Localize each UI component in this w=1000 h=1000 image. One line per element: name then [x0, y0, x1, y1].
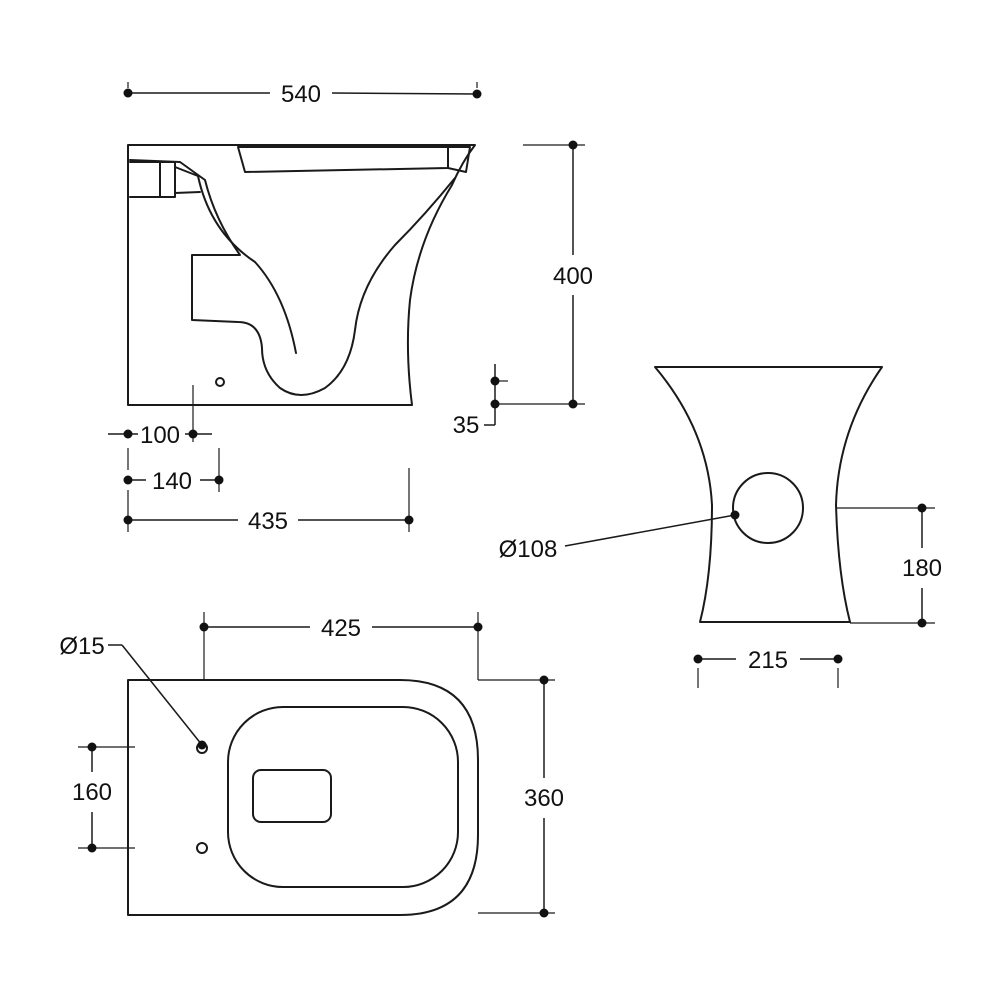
side-fixing-hole [215, 377, 225, 387]
side-body-outline [127, 144, 476, 406]
dim-215-label: 215 [748, 647, 788, 674]
dim-diameter-108: Ø108 [499, 510, 740, 563]
dim-400: 400 [495, 140, 593, 409]
dim-100-label: 100 [140, 422, 180, 449]
dim-35-label: 35 [453, 412, 480, 439]
dim-360: 360 [478, 675, 564, 918]
top-bowl-opening [252, 769, 332, 823]
rear-view [654, 366, 883, 623]
dim-diameter-15-label: Ø15 [59, 633, 104, 660]
dim-540-label: 540 [281, 81, 321, 108]
dim-35: 35 [453, 364, 508, 439]
top-fixing-hole-lower [196, 842, 208, 854]
top-view [127, 679, 479, 916]
dim-140: 140 [123, 448, 224, 495]
side-seat-end [447, 146, 471, 173]
side-pan-inner-curve [197, 175, 297, 354]
dim-215: 215 [693, 647, 843, 688]
dim-360-label: 360 [524, 785, 564, 812]
dim-160-label: 160 [72, 779, 112, 806]
dim-435: 435 [123, 468, 414, 535]
side-inlet-pipe [129, 161, 201, 198]
dim-diameter-108-label: Ø108 [499, 536, 558, 563]
dim-425-label: 425 [321, 615, 361, 642]
dim-180: 180 [836, 503, 942, 628]
dim-180-label: 180 [902, 555, 942, 582]
dim-160: 160 [72, 742, 135, 853]
top-body-outline [127, 679, 479, 916]
side-seat-recess [237, 146, 449, 173]
dim-425: 425 [199, 612, 483, 680]
dim-540: 540 [123, 81, 482, 108]
dim-100: 100 [108, 385, 212, 449]
side-pan-outer-curve [129, 159, 456, 396]
rear-body-outline [654, 366, 883, 623]
dim-435-label: 435 [248, 508, 288, 535]
dim-400-label: 400 [553, 263, 593, 290]
top-seat-outline [227, 706, 459, 888]
rear-outlet-circle [732, 472, 804, 544]
dim-diameter-15: Ø15 [59, 633, 207, 750]
dim-140-label: 140 [152, 468, 192, 495]
side-view [127, 144, 476, 406]
